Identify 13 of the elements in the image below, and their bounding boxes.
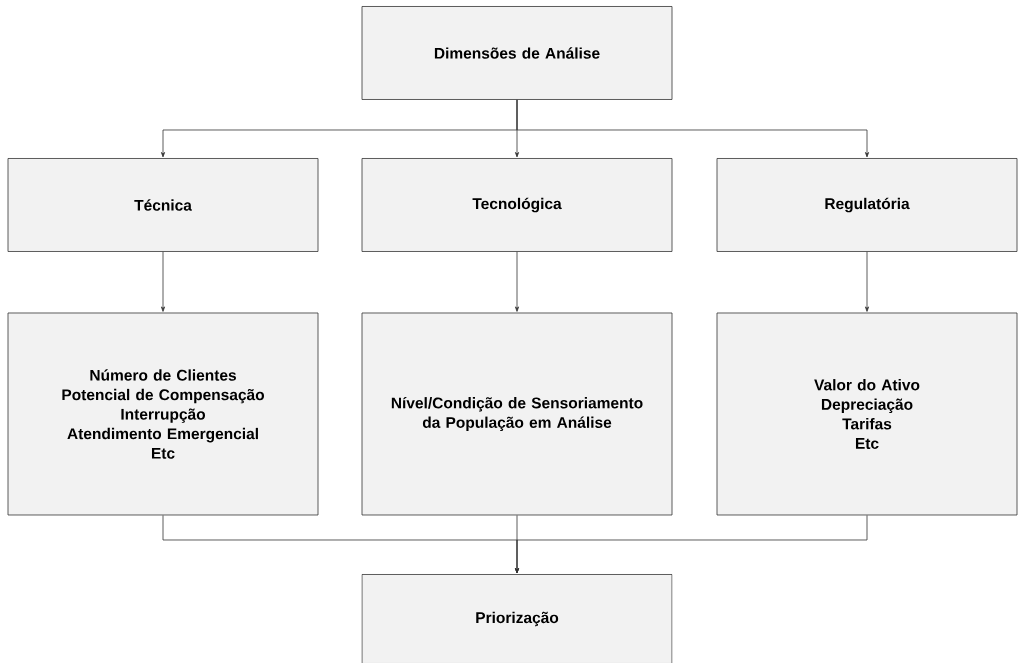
arrow: [516, 99, 869, 158]
process-box: Priorização: [361, 574, 673, 663]
arrow: [865, 251, 869, 312]
process-box: Dimensões de Análise: [361, 6, 673, 100]
process-box: Técnica: [7, 158, 319, 252]
process-box: Número de Clientes Potencial de Compensação Interrupção Atendimento Emergencial Etc: [7, 312, 319, 516]
process-box: Regulatória: [716, 158, 1018, 252]
process-box: Nível/Condição de Sensoriamento da População em Análise: [361, 312, 673, 516]
process-box: Tecnológica: [361, 158, 673, 252]
process-box: Valor do Ativo Depreciação Tarifas Etc: [716, 312, 1018, 516]
arrow: [515, 251, 519, 312]
arrow: [515, 515, 868, 574]
arrow: [161, 251, 165, 312]
